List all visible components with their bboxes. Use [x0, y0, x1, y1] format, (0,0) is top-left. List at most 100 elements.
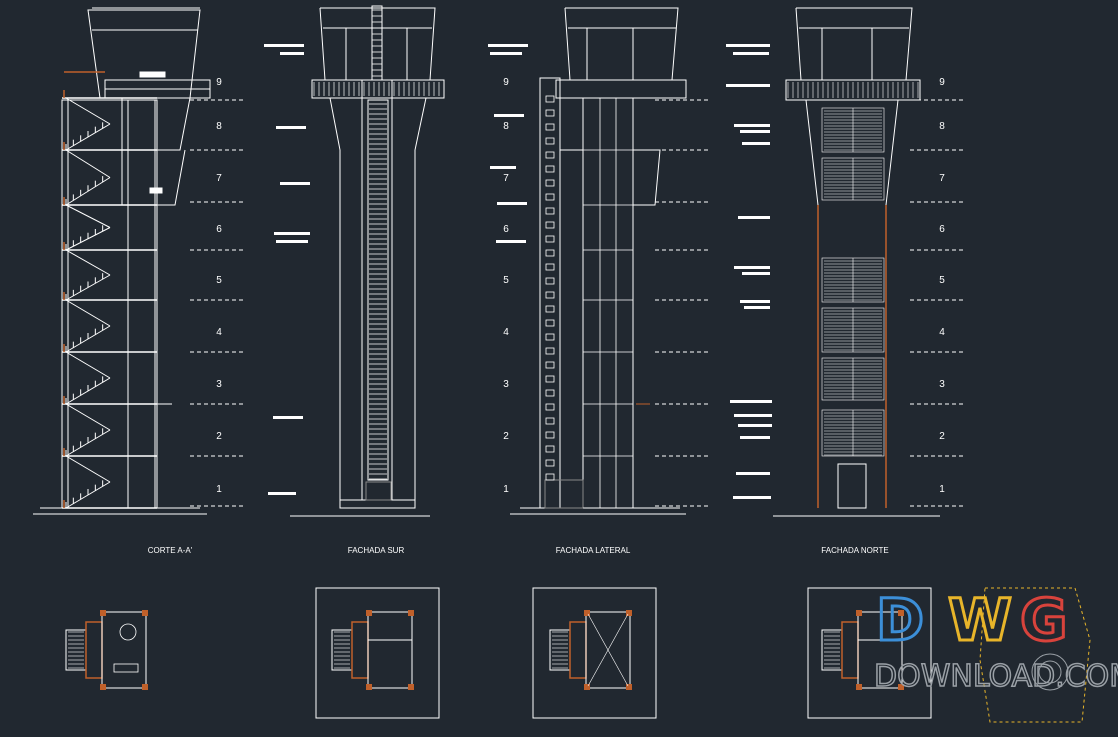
level-number: 4 — [939, 327, 945, 338]
level-number: 7 — [939, 173, 945, 184]
south-facade-ladder — [369, 9, 387, 480]
plan-wall — [569, 621, 587, 679]
wall-opening — [545, 431, 555, 439]
wall-opening — [545, 291, 555, 299]
level-number: 9 — [503, 77, 509, 88]
wall-opening — [545, 207, 555, 215]
watermark-small: DOWNLOAD.COM — [874, 659, 1118, 694]
watermark-letter-d: D — [876, 586, 924, 654]
stair-flight — [65, 455, 111, 483]
wall-opening — [545, 403, 555, 411]
wall-opening — [545, 333, 555, 341]
label-fachada-norte: FACHADA NORTE — [821, 546, 888, 555]
plan-column — [142, 684, 148, 690]
plan-void-cross — [587, 613, 629, 687]
level-number: 3 — [939, 379, 945, 390]
wall-opening — [545, 445, 555, 453]
side-facade-text-marks — [488, 44, 772, 499]
level-number: 6 — [939, 224, 945, 235]
floor-plans — [315, 587, 932, 719]
plan-column — [100, 684, 106, 690]
text-mark — [488, 44, 528, 47]
level-number: 7 — [503, 173, 509, 184]
text-mark — [733, 52, 769, 55]
stair-flight — [65, 249, 111, 276]
wall-opening — [545, 95, 555, 103]
text-mark — [740, 436, 770, 439]
wall-opening — [545, 235, 555, 243]
text-mark — [742, 142, 770, 145]
text-mark — [726, 84, 770, 87]
wall-opening — [545, 417, 555, 425]
label-corte: CORTE A-A' — [148, 546, 193, 555]
plan-desk — [113, 663, 139, 673]
level-number: 4 — [503, 327, 509, 338]
level-number: 8 — [939, 121, 945, 132]
plan-spiral — [119, 623, 137, 641]
plan-room — [857, 611, 903, 689]
level-number: 2 — [216, 431, 222, 442]
text-mark — [736, 472, 770, 475]
wall-opening — [545, 347, 555, 355]
level-number: 9 — [939, 77, 945, 88]
plan-column — [142, 610, 148, 616]
stair-flight — [65, 204, 111, 228]
text-mark — [742, 272, 770, 275]
text-mark — [490, 166, 516, 169]
wall-opening — [545, 165, 555, 173]
plan-room — [367, 611, 413, 689]
level-number: 1 — [939, 484, 945, 495]
level-number: 8 — [503, 121, 509, 132]
label-fachada-lateral: FACHADA LATERAL — [556, 546, 631, 555]
watermark-letter-g: G — [1020, 586, 1068, 654]
wall-opening — [545, 277, 555, 285]
text-mark — [280, 182, 310, 185]
plan-column — [366, 684, 372, 690]
wall-opening — [545, 179, 555, 187]
stair-flight — [65, 299, 111, 327]
level-number: 5 — [939, 275, 945, 286]
text-mark — [273, 416, 303, 419]
section-structure-accents — [63, 71, 105, 508]
plan-column — [408, 684, 414, 690]
wall-opening — [545, 305, 555, 313]
text-mark — [734, 266, 770, 269]
text-mark — [730, 400, 772, 403]
plan-column — [366, 610, 372, 616]
plan-column — [898, 684, 904, 690]
wall-opening — [545, 137, 555, 145]
stair-flight — [65, 403, 111, 431]
level-number: 9 — [216, 77, 222, 88]
text-mark — [734, 124, 770, 127]
text-mark — [738, 424, 772, 427]
wall-opening — [545, 459, 555, 467]
plan-column — [408, 610, 414, 616]
level-number: 1 — [503, 484, 509, 495]
text-mark — [726, 44, 770, 47]
plan-column — [856, 684, 862, 690]
plan-column — [584, 684, 590, 690]
text-mark — [496, 240, 526, 243]
south-facade-text-marks — [264, 44, 310, 495]
wall-opening — [545, 319, 555, 327]
section-floor-lines — [62, 97, 157, 509]
north-facade-accents — [817, 205, 887, 508]
plan-column — [626, 684, 632, 690]
north-facade-louvres — [787, 82, 919, 457]
watermark-letter-w: W — [948, 586, 1012, 654]
plan-room — [585, 611, 631, 689]
text-mark — [490, 52, 522, 55]
level-number: 2 — [939, 431, 945, 442]
text-mark — [744, 306, 770, 309]
level-number: 7 — [216, 173, 222, 184]
wall-opening — [545, 109, 555, 117]
wall-opening — [545, 389, 555, 397]
side-facade-drawing — [510, 7, 687, 515]
text-mark — [274, 232, 310, 235]
text-mark — [740, 300, 770, 303]
level-number: 2 — [503, 431, 509, 442]
level-number: 5 — [216, 275, 222, 286]
text-mark — [268, 492, 296, 495]
